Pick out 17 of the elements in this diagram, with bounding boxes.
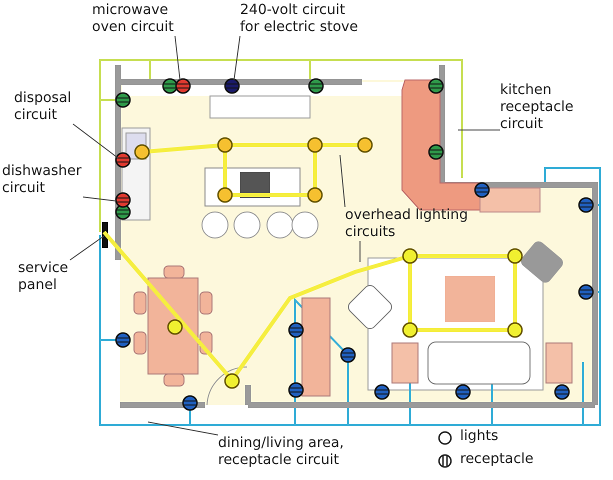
legend-label: receptacle xyxy=(460,451,534,467)
callout-label: 240-volt circuit for electric stove xyxy=(240,2,360,36)
callout-label: dining/living area, receptacle circuit xyxy=(218,435,345,469)
legend-label: lights xyxy=(460,428,498,444)
callout-label: kitchen receptacle circuit xyxy=(500,82,575,133)
leader-line xyxy=(148,422,218,436)
callout-label: overhead lighting circuits xyxy=(345,207,470,241)
leader-line xyxy=(70,236,104,260)
leader-line xyxy=(234,36,240,80)
callout-label: service panel xyxy=(18,260,70,294)
leader-line xyxy=(174,36,180,80)
callout-label: disposal circuit xyxy=(14,90,72,124)
callout-label: dishwasher circuit xyxy=(2,163,83,197)
leader-line xyxy=(72,124,118,158)
callout-label: microwave oven circuit xyxy=(92,2,175,36)
leader-line xyxy=(340,154,346,208)
leader-line xyxy=(82,196,116,202)
